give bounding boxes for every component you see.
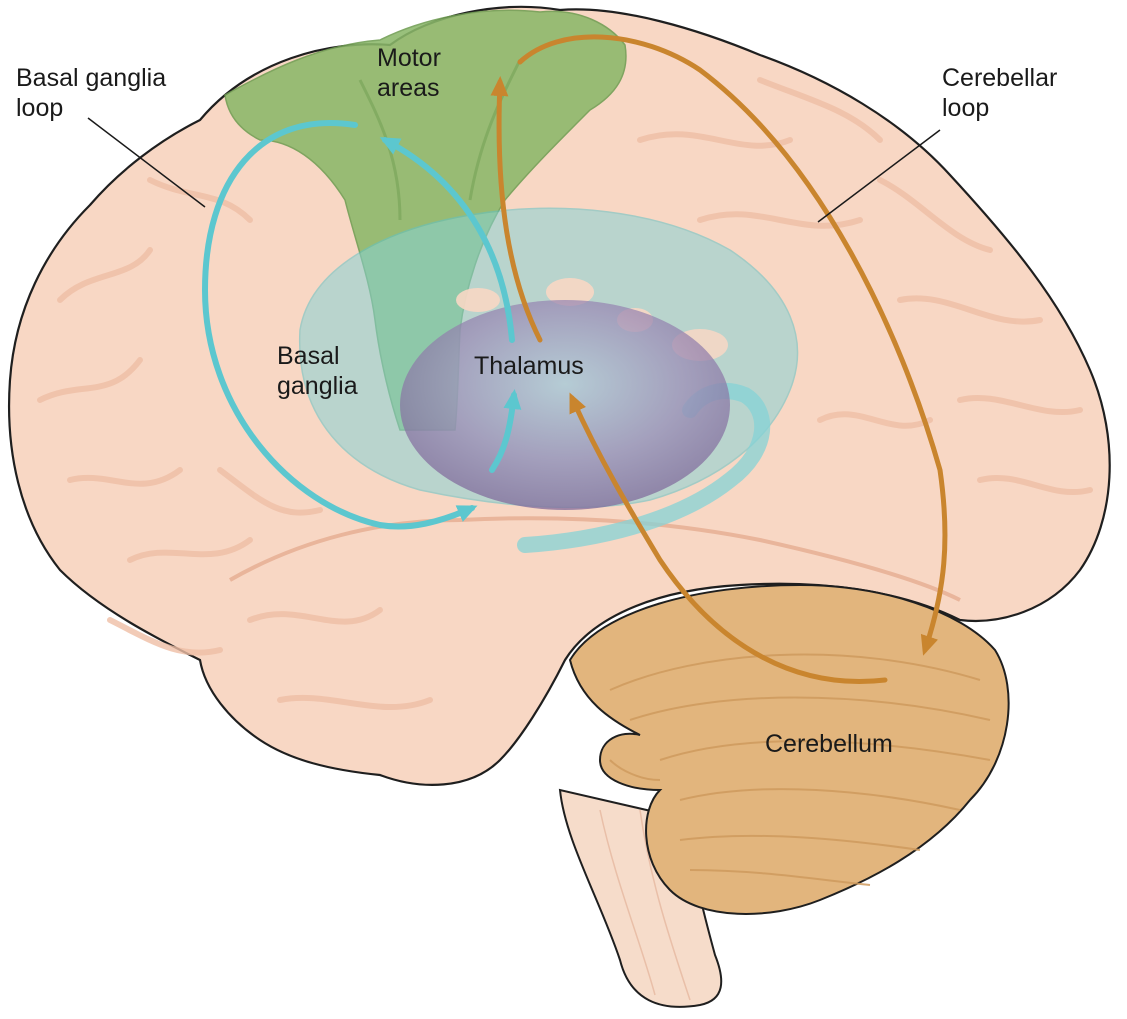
bg-loop-cortex-to-bg bbox=[201, 120, 478, 530]
motor-areas-label: Motor areas bbox=[377, 44, 448, 102]
cerebellum-region bbox=[568, 583, 1010, 915]
basal-ganglia-loop-leader bbox=[87, 117, 206, 208]
cortical-folds bbox=[37, 77, 1093, 710]
cerebellar-loop-leader bbox=[817, 129, 941, 223]
lateral-sulcus bbox=[229, 516, 961, 602]
bg-loop-bg-to-thalamus bbox=[489, 389, 522, 473]
cerebellar-loop-arrows bbox=[490, 34, 948, 684]
thalamus-label: Thalamus bbox=[474, 352, 584, 380]
basal-ganglia-loop-arrows bbox=[201, 120, 522, 530]
basal-ganglia-label: Basal ganglia bbox=[277, 342, 358, 400]
cerebellum-label: Cerebellum bbox=[765, 730, 893, 758]
cb-loop-thalamus-to-motor bbox=[490, 76, 543, 343]
cb-loop-cerebellum-to-thalamus bbox=[569, 392, 888, 684]
thalamus-region bbox=[400, 300, 730, 510]
bg-loop-thalamus-to-cortex bbox=[379, 137, 515, 343]
basal-ganglia-loop-label: Basal ganglia loop bbox=[16, 64, 173, 122]
cb-loop-motor-to-cerebellum bbox=[517, 34, 948, 656]
cerebellar-loop-label: Cerebellar loop bbox=[942, 64, 1064, 122]
